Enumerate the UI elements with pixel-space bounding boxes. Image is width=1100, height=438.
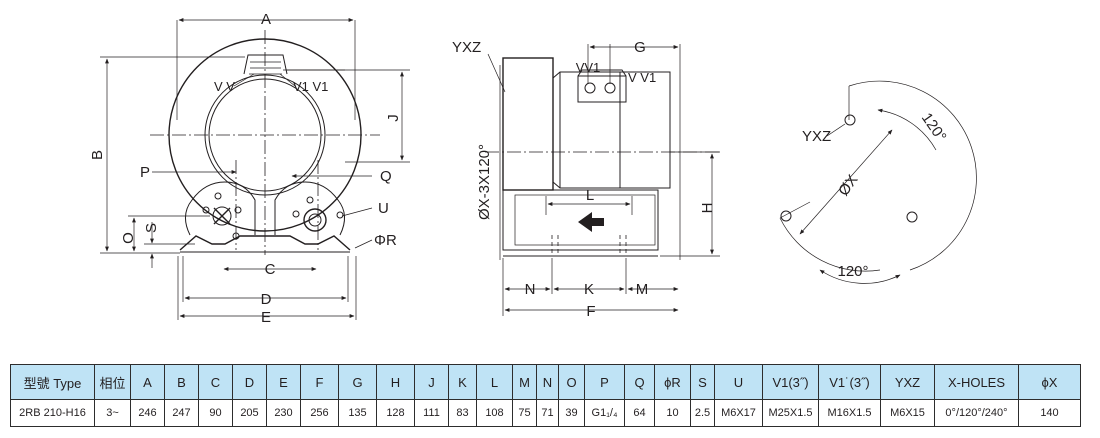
dim-label-h: H (699, 203, 716, 214)
cell-s: 2.5 (690, 399, 715, 427)
header-x-holes: X-HOLES (934, 364, 1019, 400)
cell-e: 230 (266, 399, 301, 427)
dim-label-m: M (636, 281, 649, 298)
header-g: G (338, 364, 377, 400)
cell-l: 108 (476, 399, 513, 427)
cell-yxz: M6X15 (880, 399, 935, 427)
header-p: P (584, 364, 625, 400)
label-vv1-side-2: V V1 (628, 70, 656, 85)
header-j: J (414, 364, 449, 400)
dim-label-n: N (525, 281, 536, 298)
dim-label-j: J (385, 114, 402, 122)
cell-p: G1₁/₄ (584, 399, 625, 427)
dim-label-f: F (586, 303, 595, 320)
holes-view-labels: YXZ ØX 120° 120° (802, 110, 950, 280)
side-view-labels: YXZ VV1 V V1 G ØX-3X120° L H N K M F (452, 39, 716, 320)
header-b: B (164, 364, 199, 400)
dim-label-o: O (120, 232, 137, 244)
header-o: O (558, 364, 585, 400)
cell-n: 71 (536, 399, 559, 427)
dim-label-b: B (89, 150, 106, 160)
header-s: S (690, 364, 715, 400)
spec-row: 2RB 210-H16 3~ 246 247 90 205 230 256 13… (10, 399, 1081, 427)
cell-type: 2RB 210-H16 (10, 399, 95, 427)
header-f: F (300, 364, 339, 400)
header-phase: 相位 (94, 364, 131, 400)
label-vv1-side: VV1 (576, 60, 601, 75)
cell-h: 128 (376, 399, 415, 427)
cell-phase: 3~ (94, 399, 131, 427)
spec-header-row: 型號 Type 相位 A B C D E F G H J K L M N O P… (10, 364, 1081, 400)
holes-view (779, 80, 977, 284)
dim-label-k: K (584, 281, 594, 298)
dim-label-e: E (261, 309, 271, 326)
cell-b: 247 (164, 399, 199, 427)
cell-q: 64 (624, 399, 655, 427)
cell-r: 10 (654, 399, 691, 427)
cell-c: 90 (198, 399, 233, 427)
angle-label-top: 120° (918, 110, 950, 145)
cell-x-holes: 0°/120°/240° (934, 399, 1019, 427)
dim-label-a: A (261, 11, 271, 28)
cell-v1-prime: M16X1.5 (818, 399, 881, 427)
angle-label-bottom: 120° (837, 263, 868, 280)
dim-label-dia-x-side: ØX-3X120° (476, 144, 493, 220)
header-yxz: YXZ (880, 364, 935, 400)
label-yxz-holes: YXZ (802, 128, 831, 145)
header-l: L (476, 364, 513, 400)
header-c: C (198, 364, 233, 400)
dim-label-r: ΦR (374, 232, 397, 249)
header-n: N (536, 364, 559, 400)
header-m: M (512, 364, 537, 400)
cell-k: 83 (448, 399, 477, 427)
cell-f: 256 (300, 399, 339, 427)
front-view-labels: A B J P Q O S C D E U ΦR V V V1 V1 (89, 11, 402, 326)
dim-label-c: C (265, 261, 276, 278)
header-k: K (448, 364, 477, 400)
front-view (100, 18, 410, 320)
label-yxz-side: YXZ (452, 39, 481, 56)
header-a: A (130, 364, 165, 400)
cell-o: 39 (558, 399, 585, 427)
spec-table: 型號 Type 相位 A B C D E F G H J K L M N O P… (10, 364, 1081, 427)
cell-u: M6X17 (714, 399, 763, 427)
header-h: H (376, 364, 415, 400)
cell-phi-x: 140 (1018, 399, 1081, 427)
header-v1: V1(3˝) (762, 364, 819, 400)
dim-label-g: G (634, 39, 646, 56)
dim-label-d: D (261, 291, 272, 308)
header-phi-x: ϕX (1018, 364, 1081, 400)
cell-g: 135 (338, 399, 377, 427)
header-u: U (714, 364, 763, 400)
side-view (485, 44, 720, 316)
dim-label-dia-x-holes: ØX (835, 172, 861, 200)
technical-drawing: A B J P Q O S C D E U ΦR V V V1 V1 (89, 11, 977, 326)
cell-m: 75 (512, 399, 537, 427)
header-q: Q (624, 364, 655, 400)
label-vv: V V (214, 79, 235, 94)
dim-label-l: L (586, 187, 594, 204)
dim-label-p: P (140, 164, 150, 181)
header-d: D (232, 364, 267, 400)
cell-d: 205 (232, 399, 267, 427)
header-e: E (266, 364, 301, 400)
dim-label-u: U (378, 200, 389, 217)
header-r: ϕR (654, 364, 691, 400)
cell-j: 111 (414, 399, 449, 427)
cell-a: 246 (130, 399, 165, 427)
label-v1v1: V1 V1 (293, 79, 328, 94)
header-type: 型號 Type (10, 364, 95, 400)
dim-label-q: Q (380, 168, 392, 185)
header-v1-prime: V1˙(3˝) (818, 364, 881, 400)
cell-v1: M25X1.5 (762, 399, 819, 427)
dim-label-s: S (143, 223, 160, 233)
